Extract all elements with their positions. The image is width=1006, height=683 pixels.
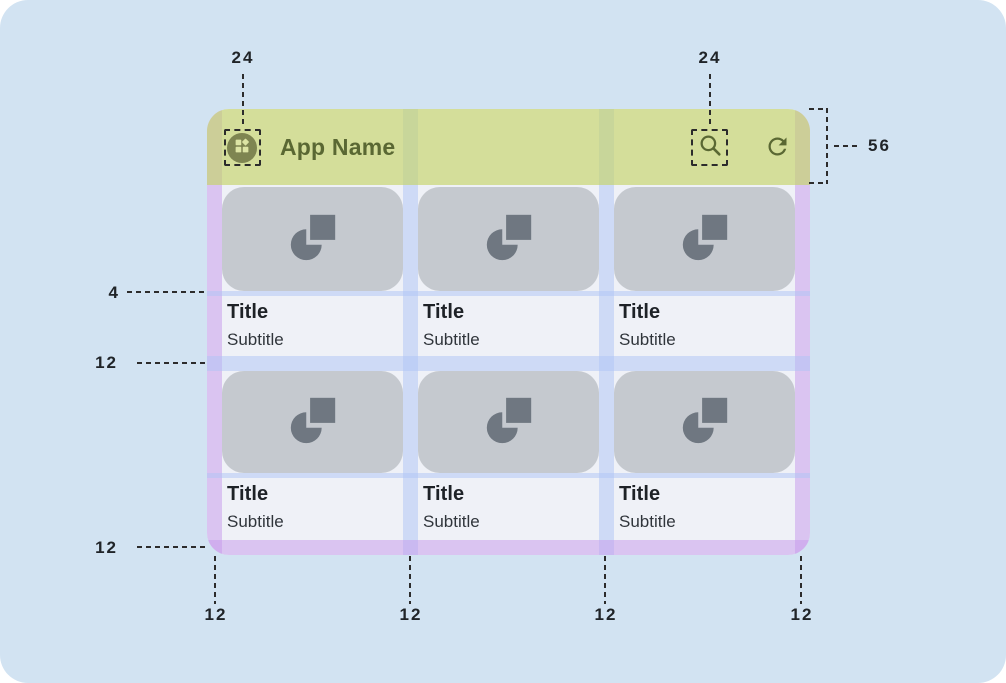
card[interactable]: [222, 187, 403, 291]
search-icon: [697, 132, 723, 163]
nav-menu-button[interactable]: [227, 133, 257, 163]
dashboard-icon: [233, 137, 251, 160]
card-subtitle: Subtitle: [227, 330, 284, 349]
measure-label-left-margin: 12: [204, 605, 228, 624]
measure-line: [604, 556, 606, 604]
measure-tick: [809, 182, 828, 184]
card-text: Title Subtitle: [418, 296, 599, 356]
measure-line: [709, 74, 711, 128]
measure-line: [137, 362, 207, 364]
icon-keyline-box: [224, 129, 261, 166]
card-title: Title: [619, 483, 661, 505]
measure-line: [137, 546, 207, 548]
measure-label-right-margin: 12: [790, 605, 814, 624]
measure-label-appbar-height: 56: [868, 136, 891, 155]
card[interactable]: [222, 371, 403, 473]
overlay-row-gutter: [207, 356, 810, 371]
app-mockup: Title Subtitle Title Subtitle Title Subt…: [207, 109, 810, 555]
card-text: Title Subtitle: [614, 296, 795, 356]
image-placeholder-icon: [678, 210, 732, 269]
card-text: Title Subtitle: [222, 478, 403, 540]
card-subtitle: Subtitle: [423, 330, 480, 349]
image-placeholder-icon: [286, 210, 340, 269]
card-title: Title: [423, 301, 465, 323]
card-title: Title: [619, 301, 661, 323]
overlay-image-text-gap-row2: [207, 473, 810, 478]
card-text: Title Subtitle: [418, 478, 599, 540]
overlay-margin-right: [795, 109, 810, 555]
measure-label-bottom-margin: 12: [95, 538, 118, 557]
card-title: Title: [227, 483, 269, 505]
app-title: App Name: [280, 134, 396, 160]
search-button[interactable]: [691, 129, 728, 166]
measure-label-gutter-1: 12: [399, 605, 423, 624]
overlay-margin-left: [207, 109, 222, 555]
refresh-icon: [764, 137, 791, 164]
card-subtitle: Subtitle: [619, 512, 676, 531]
measure-line: [127, 291, 207, 293]
card[interactable]: [614, 187, 795, 291]
measure-label-gap: 4: [108, 283, 120, 302]
card-title: Title: [423, 483, 465, 505]
card[interactable]: [418, 371, 599, 473]
measure-label-action-icon: 24: [698, 48, 722, 67]
card-title: Title: [227, 301, 269, 323]
overlay-margin-bottom: [207, 540, 810, 555]
card[interactable]: [418, 187, 599, 291]
card-subtitle: Subtitle: [619, 330, 676, 349]
measure-line: [834, 145, 860, 147]
card-subtitle: Subtitle: [423, 512, 480, 531]
measure-label-leading-icon: 24: [231, 48, 255, 67]
refresh-button[interactable]: [764, 133, 791, 160]
card-text: Title Subtitle: [222, 296, 403, 356]
image-placeholder-icon: [482, 393, 536, 452]
app-bar-content: App Name: [207, 109, 810, 185]
measure-label-gutter-2: 12: [594, 605, 618, 624]
image-placeholder-icon: [482, 210, 536, 269]
overlay-gutter-vertical-1: [403, 109, 418, 555]
measure-label-row-gutter: 12: [95, 353, 118, 372]
image-placeholder-icon: [286, 393, 340, 452]
card-text: Title Subtitle: [614, 478, 795, 540]
measure-line: [409, 556, 411, 604]
measure-line: [800, 556, 802, 604]
card-subtitle: Subtitle: [227, 512, 284, 531]
measure-line: [242, 74, 244, 128]
measure-line: [214, 556, 216, 604]
measure-line: [826, 108, 828, 184]
overlay-gutter-vertical-2: [599, 109, 614, 555]
image-placeholder-icon: [678, 393, 732, 452]
measure-tick: [809, 108, 828, 110]
card[interactable]: [614, 371, 795, 473]
overlay-image-text-gap-row1: [207, 291, 810, 296]
